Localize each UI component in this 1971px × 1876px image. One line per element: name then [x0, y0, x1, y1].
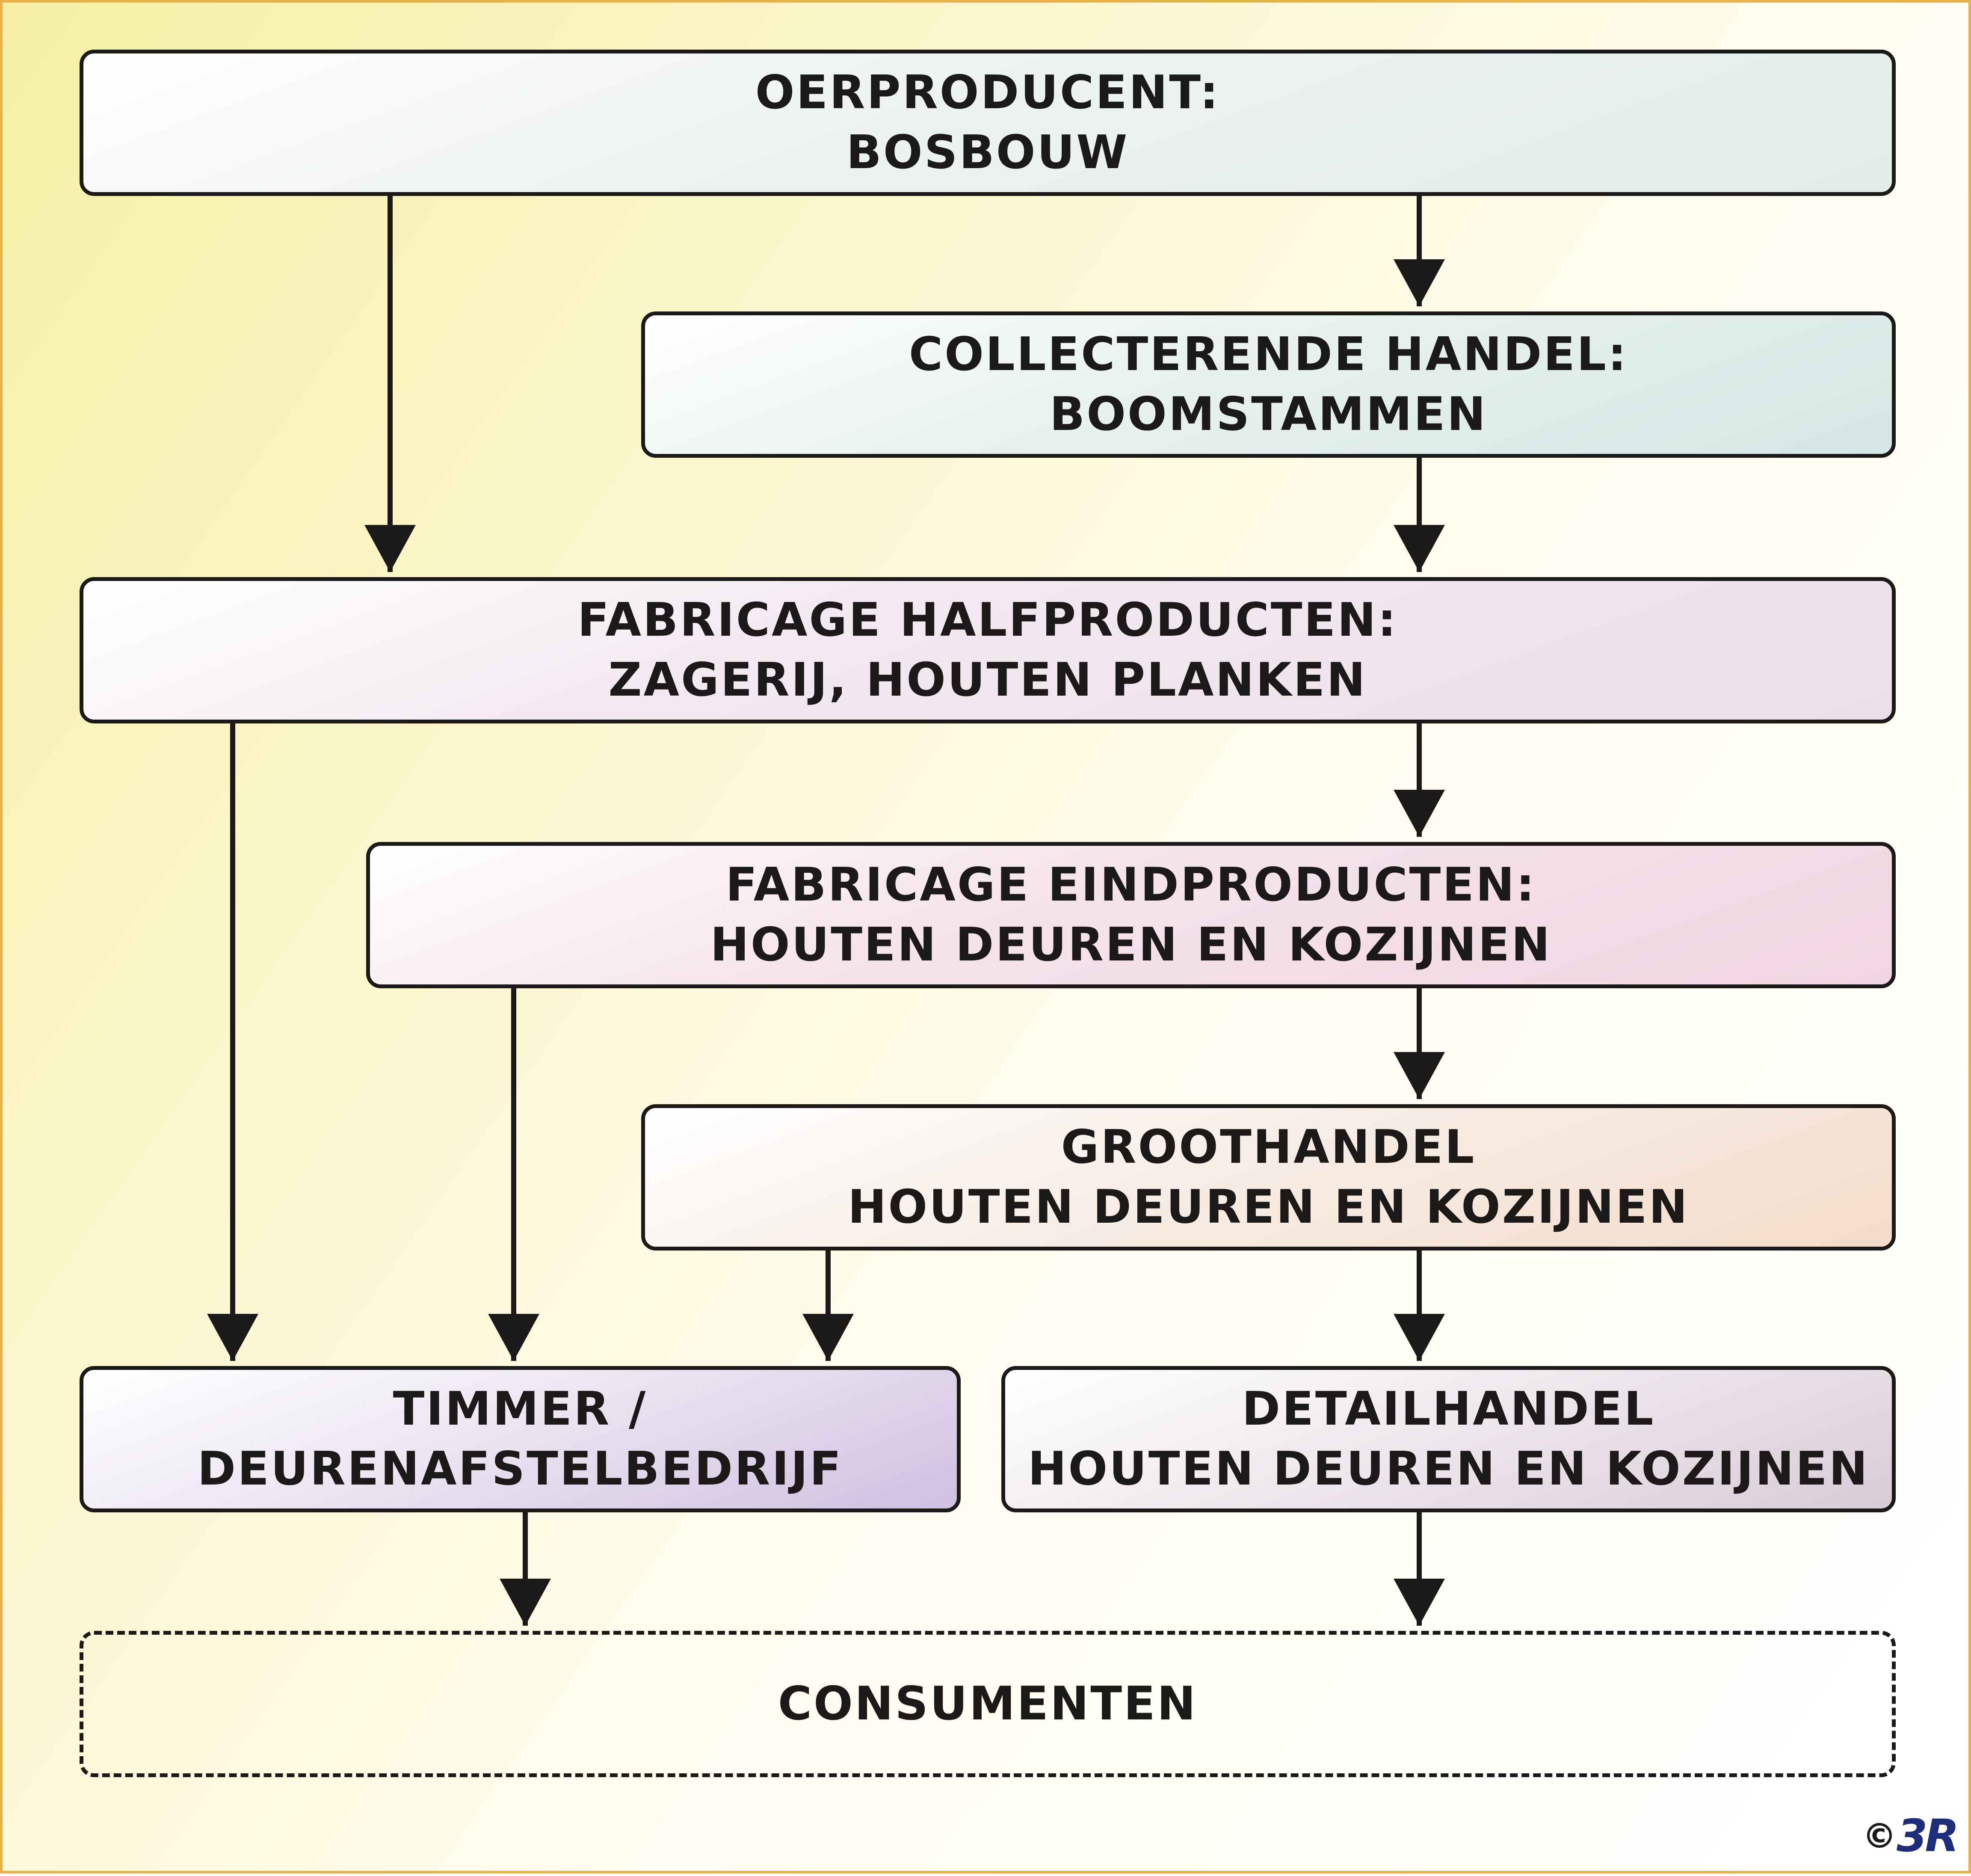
- node-timmer-deurenafstelbedrijf: TIMMER / DEURENAFSTELBEDRIJF: [80, 1366, 961, 1512]
- arrows-layer: [207, 196, 1445, 1626]
- node-halfproducten-line2: ZAGERIJ, HOUTEN PLANKEN: [608, 653, 1367, 707]
- node-detailhandel: DETAILHANDEL HOUTEN DEUREN EN KOZIJNEN: [1001, 1366, 1896, 1512]
- brand-logo: 3R: [1897, 1810, 1959, 1862]
- node-collecterende-line1: COLLECTERENDE HANDEL:: [909, 328, 1628, 381]
- node-detailhandel-line2: HOUTEN DEUREN EN KOZIJNEN: [1027, 1442, 1869, 1496]
- node-consumenten-line1: CONSUMENTEN: [778, 1677, 1198, 1731]
- node-eindproducten-line1: FABRICAGE EINDPRODUCTEN:: [725, 858, 1536, 912]
- node-halfproducten-line1: FABRICAGE HALFPRODUCTEN:: [577, 593, 1398, 647]
- node-collecterende-line2: BOOMSTAMMEN: [1049, 388, 1488, 441]
- copyright-mark: © 3R: [1862, 1810, 1959, 1862]
- node-timmer-line2: DEURENAFSTELBEDRIJF: [197, 1442, 843, 1496]
- node-fabricage-eindproducten: FABRICAGE EINDPRODUCTEN: HOUTEN DEUREN E…: [366, 842, 1896, 988]
- node-oerproducent-line2: BOSBOUW: [846, 126, 1129, 179]
- node-consumenten: CONSUMENTEN: [80, 1631, 1896, 1777]
- node-groothandel-line2: HOUTEN DEUREN EN KOZIJNEN: [847, 1180, 1689, 1234]
- node-timmer-line1: TIMMER /: [393, 1382, 648, 1436]
- node-groothandel-line1: GROOTHANDEL: [1061, 1120, 1476, 1174]
- node-oerproducent: OERPRODUCENT: BOSBOUW: [80, 50, 1896, 196]
- node-groothandel: GROOTHANDEL HOUTEN DEUREN EN KOZIJNEN: [641, 1104, 1896, 1251]
- node-eindproducten-line2: HOUTEN DEUREN EN KOZIJNEN: [710, 918, 1552, 972]
- node-oerproducent-line1: OERPRODUCENT:: [755, 66, 1220, 119]
- node-detailhandel-line1: DETAILHANDEL: [1242, 1382, 1655, 1436]
- copyright-symbol: ©: [1862, 1816, 1897, 1856]
- node-fabricage-halfproducten: FABRICAGE HALFPRODUCTEN: ZAGERIJ, HOUTEN…: [80, 577, 1896, 723]
- node-collecterende-handel: COLLECTERENDE HANDEL: BOOMSTAMMEN: [641, 311, 1896, 458]
